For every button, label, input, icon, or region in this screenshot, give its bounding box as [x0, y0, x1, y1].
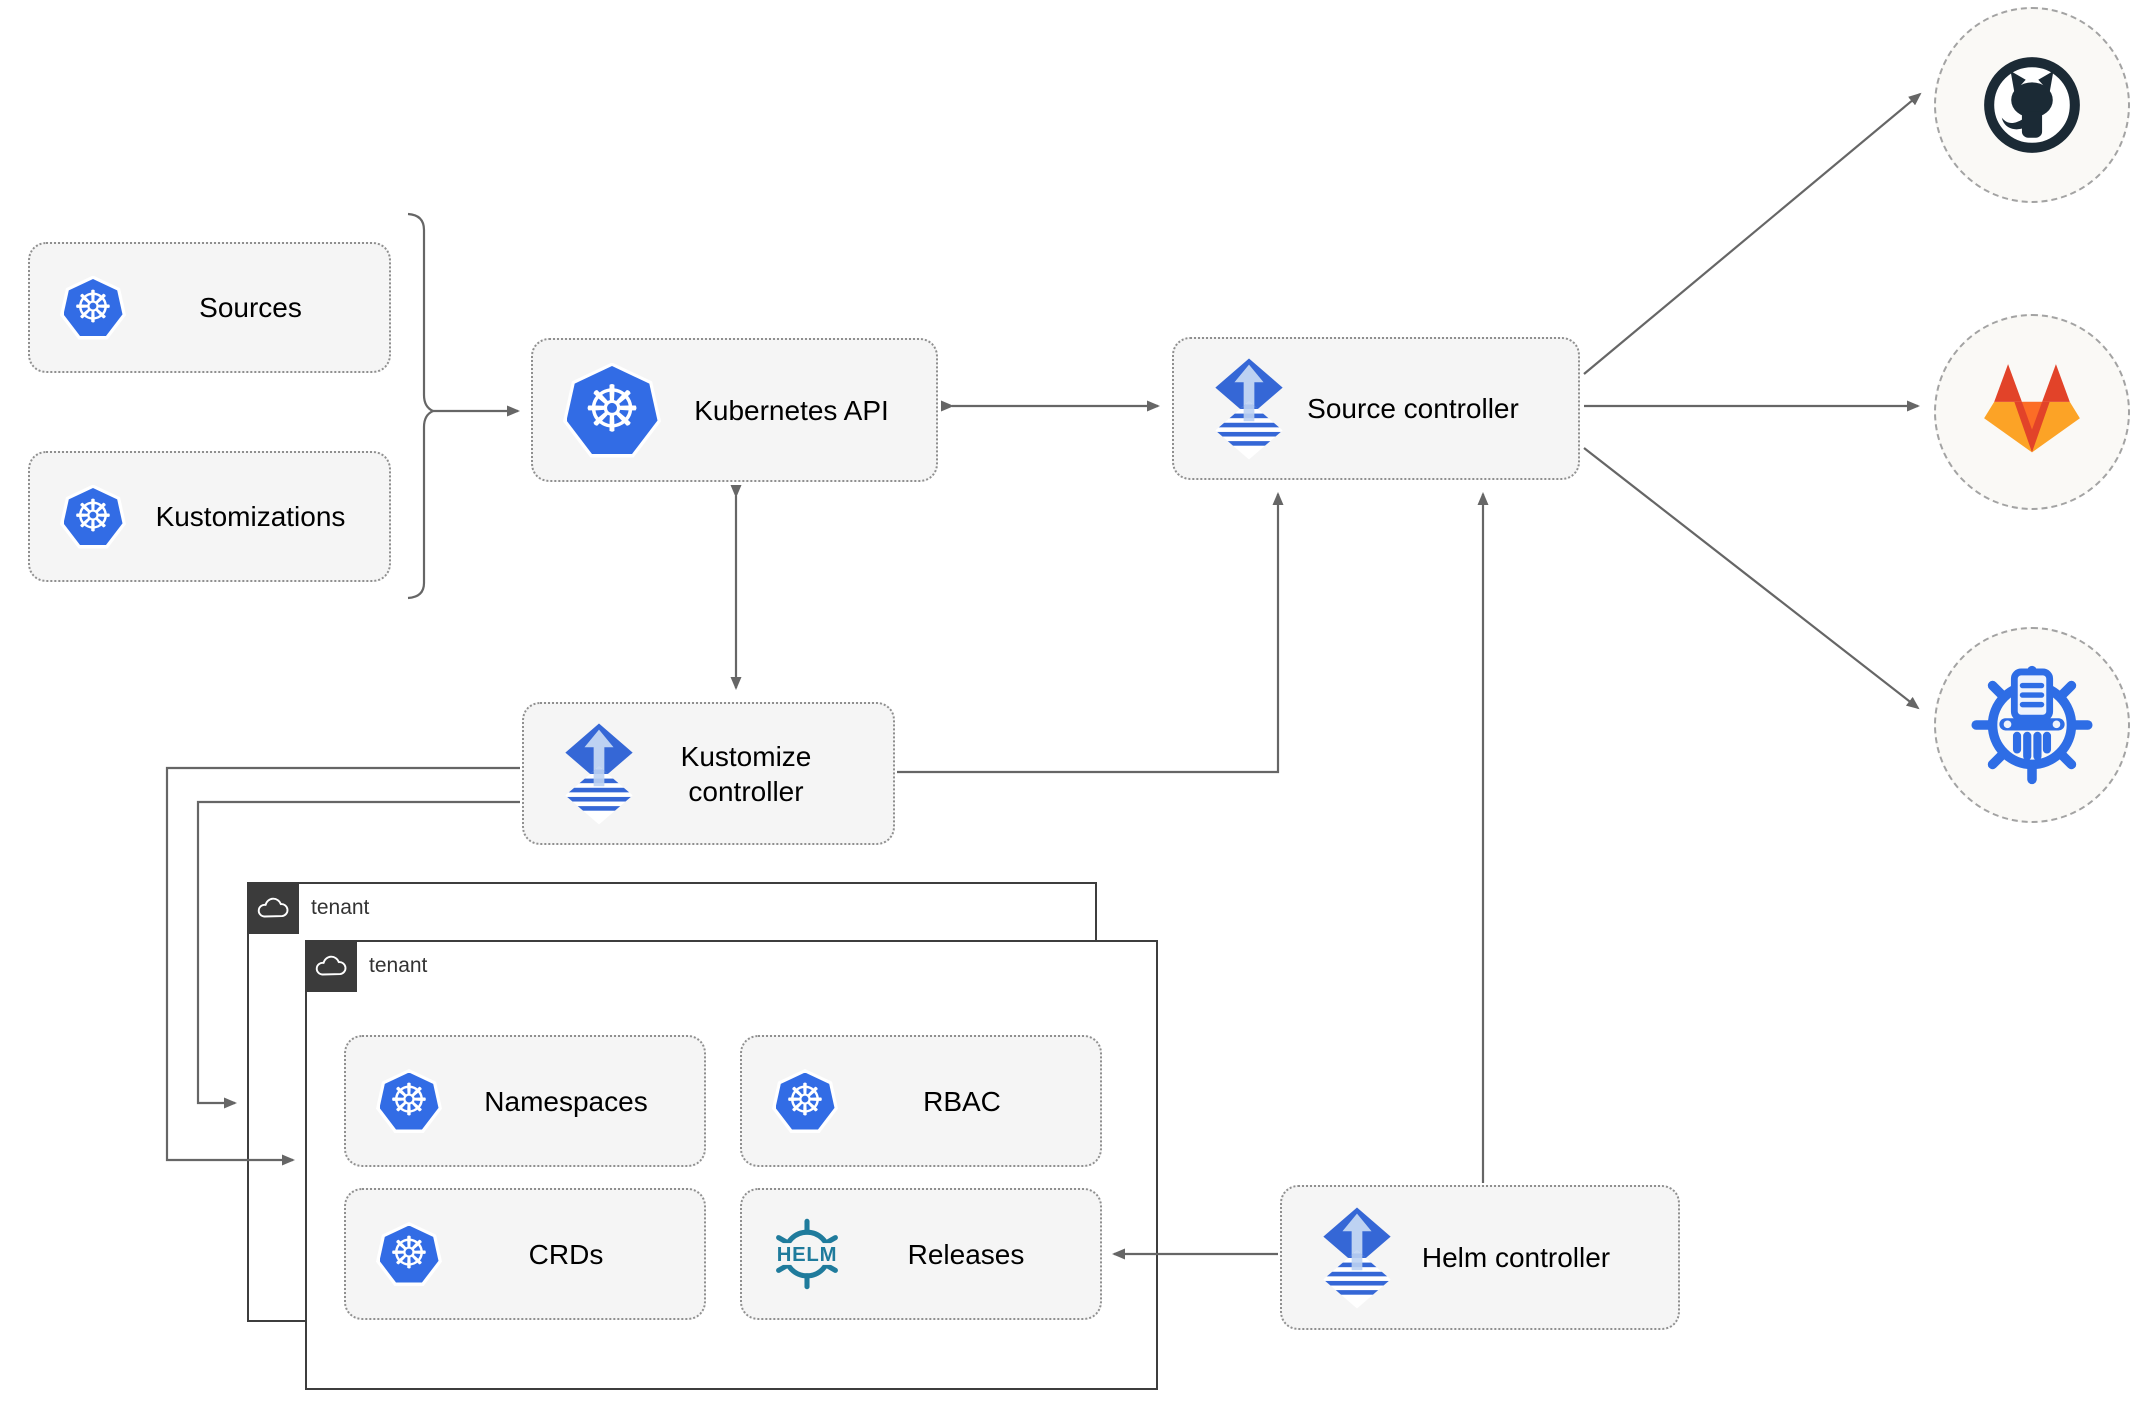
- node-label: Kustomize controller: [680, 740, 812, 807]
- node-releases: HELM Releases: [740, 1188, 1102, 1320]
- node-label: Kustomizations: [155, 501, 346, 532]
- github-icon: [1984, 57, 2080, 153]
- cloud-icon: [305, 940, 357, 992]
- github-endpoint: [1934, 7, 2130, 203]
- node-kustomize-controller: Kustomize controller: [522, 702, 895, 845]
- kubernetes-icon: ☸: [772, 1069, 838, 1133]
- helm-repository-endpoint: [1934, 627, 2130, 823]
- node-kustomizations: ☸ Kustomizations: [28, 451, 391, 582]
- node-crds: ☸ CRDs: [344, 1188, 706, 1320]
- tenant-group-label: tenant: [311, 896, 370, 919]
- node-label: Releases: [907, 1238, 1025, 1270]
- node-helm-controller: Helm controller: [1280, 1185, 1680, 1330]
- node-label: Kubernetes API: [694, 394, 889, 426]
- flux-icon: [1215, 358, 1283, 459]
- kubernetes-icon: ☸: [376, 1069, 442, 1133]
- node-label: RBAC: [923, 1085, 1001, 1117]
- node-sources: ☸ Sources: [28, 242, 391, 373]
- wire-source-helmrepo: [1583, 447, 1920, 710]
- node-namespaces: ☸ Namespaces: [344, 1035, 706, 1167]
- wire-kustomize-source: [897, 492, 1284, 774]
- helm-icon: HELM: [772, 1218, 842, 1290]
- node-kubernetes-api: ☸ Kubernetes API: [531, 338, 938, 482]
- svg-text:HELM: HELM: [777, 1244, 838, 1266]
- kubernetes-icon: ☸: [376, 1222, 442, 1286]
- node-rbac: ☸ RBAC: [740, 1035, 1102, 1167]
- node-source-controller: Source controller: [1172, 337, 1580, 480]
- node-label: Source controller: [1307, 393, 1519, 424]
- kubernetes-icon: ☸: [60, 275, 126, 340]
- node-label: Sources: [199, 292, 302, 323]
- kubernetes-icon: ☸: [563, 362, 661, 458]
- cloud-icon: [247, 882, 299, 934]
- node-label: Namespaces: [484, 1085, 648, 1117]
- flux-icon: [565, 723, 633, 824]
- flux-icon: [1323, 1207, 1391, 1308]
- node-label: Helm controller: [1421, 1242, 1611, 1273]
- wire-source-github: [1583, 92, 1922, 375]
- tenant-group-label: tenant: [369, 954, 428, 977]
- node-label: CRDs: [528, 1238, 604, 1270]
- gitlab-endpoint: [1934, 314, 2130, 510]
- kubernetes-icon: ☸: [60, 484, 126, 549]
- helm-repository-icon: [1971, 665, 2093, 785]
- gitlab-icon: [1984, 364, 2080, 453]
- bracket: [407, 212, 436, 600]
